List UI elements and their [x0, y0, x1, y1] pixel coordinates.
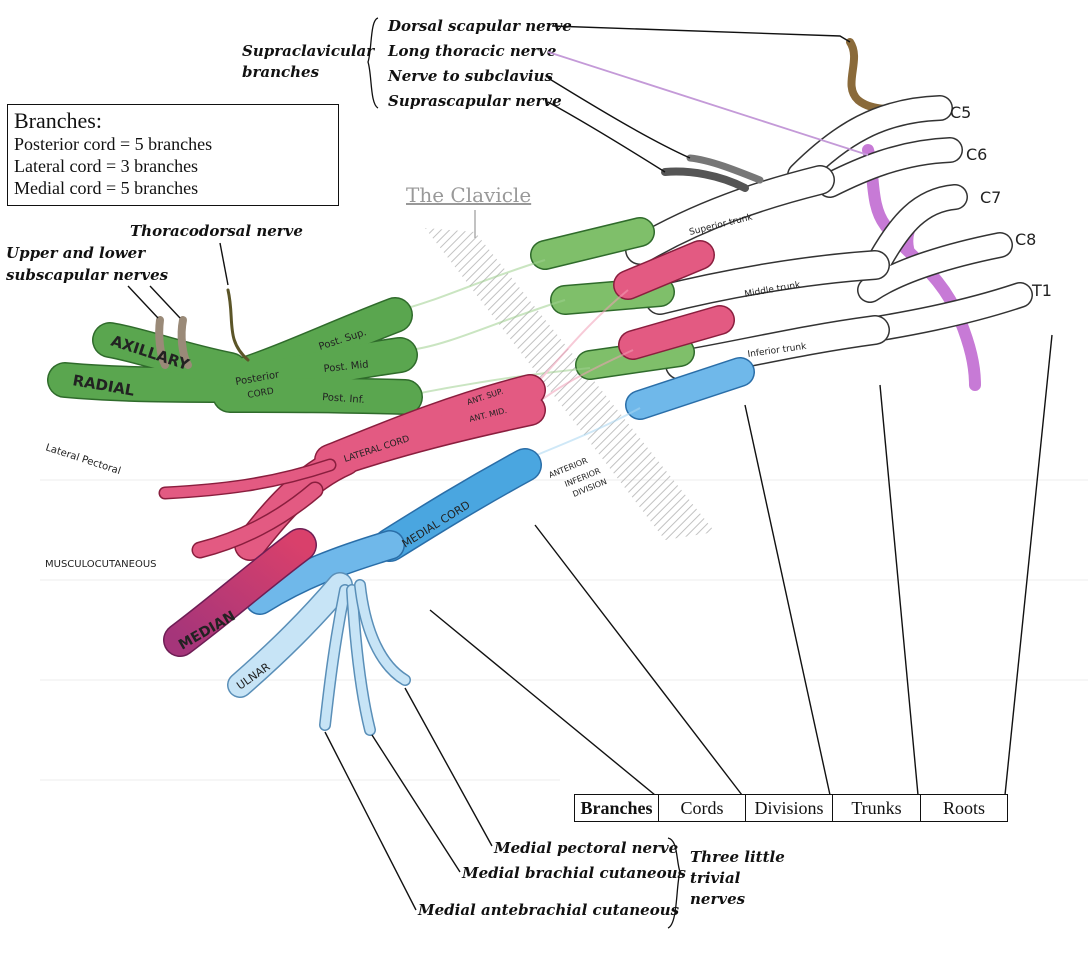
table-cell-branches: Branches — [580, 798, 653, 818]
subclavius-stump — [686, 154, 764, 184]
post-inf-label: Post. Inf. — [322, 392, 365, 406]
dorsal-scapular-nerve-shape — [846, 38, 909, 113]
long-thoracic-leader — [547, 51, 869, 156]
table-leaders — [429, 334, 1053, 796]
root-c7-label: C7 — [980, 188, 1001, 207]
thoracodorsal-label: Thoracodorsal nerve — [130, 222, 303, 240]
medial-antebrachial-cutaneous-label: Medial antebrachial cutaneous — [417, 901, 680, 919]
medial-pectoral-label: Medial pectoral nerve — [493, 839, 678, 857]
root-t1-label: T1 — [1031, 281, 1052, 300]
clavicle-label: The Clavicle — [406, 183, 531, 207]
root-c5-label: C5 — [950, 103, 971, 122]
table-cell-trunks: Trunks — [832, 795, 920, 821]
suprascapular-leader — [547, 101, 666, 173]
root-c6-label: C6 — [966, 145, 987, 164]
anterior-division-stubs — [613, 240, 735, 360]
posterior-cord-label-2: CORD — [247, 386, 275, 400]
legend-row-lateral: Lateral cord = 3 branches — [14, 156, 199, 176]
medial-brachial-leader — [371, 734, 461, 873]
subclavius-leader — [547, 77, 691, 159]
plexus-sections-table: Branches Cords Divisions Trunks Roots — [574, 794, 1008, 822]
lateral-pectoral-label: Lateral Pectoral — [44, 442, 122, 477]
medial-cord-group — [245, 448, 542, 615]
medial-brachial-cutaneous-label: Medial brachial cutaneous — [461, 864, 687, 882]
legend-title: Branches: — [14, 108, 102, 133]
supraclavicular-group-label-2: branches — [242, 63, 320, 81]
clavicle-band — [425, 228, 715, 540]
three-little-label-3: nerves — [690, 890, 746, 908]
subscapular-leader-1 — [127, 285, 159, 319]
table-cell-cords: Cords — [658, 795, 745, 821]
thoracodorsal-stump — [226, 288, 250, 362]
branches-legend-box: Branches: Posterior cord = 5 branches La… — [7, 104, 339, 206]
legend-row-posterior: Posterior cord = 5 branches — [14, 134, 213, 154]
paper-lines — [40, 479, 1088, 781]
dorsal-scapular-leader — [551, 25, 851, 43]
subscapular-label-2: subscapular nerves — [6, 266, 169, 284]
subscapular-stump-1 — [155, 316, 169, 369]
suprascapular-label: Suprascapular nerve — [388, 92, 562, 110]
suprascapular-stump — [661, 167, 749, 192]
three-nerves-brace — [667, 837, 681, 929]
musculocutaneous-label: MUSCULOCUTANEOUS — [45, 559, 157, 570]
medial-pectoral-leader — [404, 687, 493, 847]
three-little-label-2: trivial — [690, 869, 741, 887]
three-little-label-1: Three little — [690, 848, 785, 866]
table-cell-divisions: Divisions — [745, 795, 832, 821]
table-cell-roots: Roots — [920, 795, 1007, 821]
trunks — [625, 165, 890, 380]
supraclavicular-group-label-1: Supraclavicular — [242, 42, 375, 60]
roots — [787, 95, 1033, 343]
supraclavicular-brace — [367, 17, 379, 109]
root-c8-label: C8 — [1015, 230, 1036, 249]
subscapular-stump-2 — [177, 316, 192, 369]
medial-branches — [227, 572, 411, 736]
dorsal-scapular-label: Dorsal scapular nerve — [387, 17, 572, 35]
thoracodorsal-leader — [219, 242, 229, 286]
medial-antebrachial-leader — [324, 731, 417, 911]
subscapular-leader-2 — [149, 285, 181, 319]
subscapular-label-1: Upper and lower — [6, 244, 146, 262]
post-mid-label: Post. Mid — [323, 359, 369, 375]
long-thoracic-label: Long thoracic nerve — [387, 42, 556, 60]
nerve-to-subclavius-label: Nerve to subclavius — [387, 67, 554, 85]
legend-row-medial: Medial cord = 5 branches — [14, 178, 199, 198]
lateral-cord-group — [158, 374, 546, 561]
